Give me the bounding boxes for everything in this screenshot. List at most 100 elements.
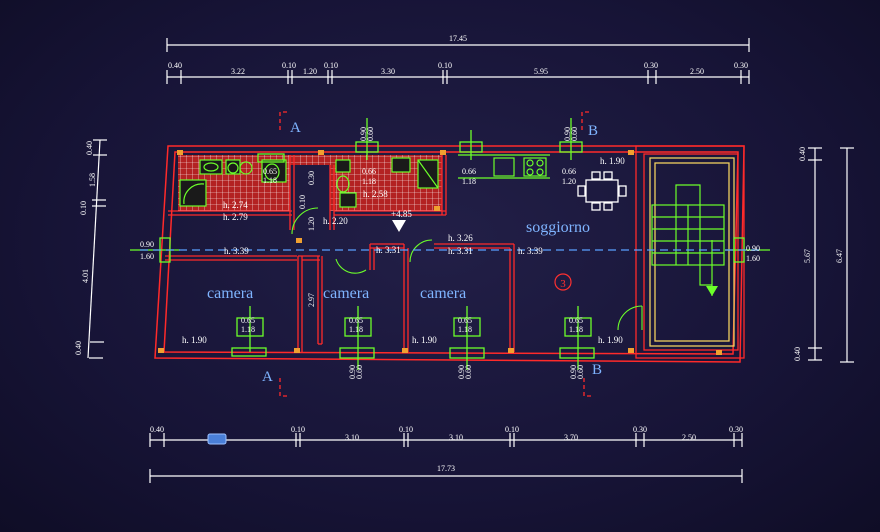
window-dim: 0.60 xyxy=(570,127,579,141)
left-dim-seg: 0.40 xyxy=(85,141,94,155)
top-dimension-chain xyxy=(166,38,750,84)
corridor-tile-strip xyxy=(286,155,332,165)
window-dim: 0.66 xyxy=(462,167,476,176)
bottom-dim-seg: 0.30 xyxy=(729,425,743,434)
window-dim: 0.65 xyxy=(569,316,583,325)
height-label: h. 1.90 xyxy=(182,335,207,345)
bottom-dim-seg: 3.70 xyxy=(564,433,578,442)
window-dim: 0.90 xyxy=(746,244,760,253)
top-dim-seg: 0.10 xyxy=(438,61,452,70)
window-dim: 1.18 xyxy=(458,325,472,334)
window-dim: 0.90 xyxy=(563,127,572,141)
stair-direction-arrow-icon xyxy=(706,286,718,296)
top-dim-seg: 5.95 xyxy=(534,67,548,76)
window-dim: 1.18 xyxy=(569,325,583,334)
bottom-dim-seg: 3.10 xyxy=(345,433,359,442)
room-number: 3 xyxy=(560,278,566,290)
room-label-soggiorno: soggiorno xyxy=(526,219,590,236)
top-dim-seg: 1.20 xyxy=(303,67,317,76)
top-dim-seg: 3.30 xyxy=(381,67,395,76)
stair-treads xyxy=(651,184,725,296)
window-dim: 1.18 xyxy=(362,177,376,186)
window-dim: 0.66 xyxy=(562,167,576,176)
top-dim-seg: 0.40 xyxy=(168,61,182,70)
left-dim-seg: 0.40 xyxy=(74,341,83,355)
right-dim-seg: 0.40 xyxy=(793,347,802,361)
bottom-dim-seg: 0.10 xyxy=(505,425,519,434)
window-dim: 1.60 xyxy=(746,254,760,263)
section-b-label: B xyxy=(592,362,602,378)
height-label: h. 3.39 xyxy=(518,246,543,256)
window-dim: 0.66 xyxy=(362,167,376,176)
left-dimension-chain xyxy=(87,139,107,359)
window-dim: 1.18 xyxy=(241,325,255,334)
right-dim-seg: 0.40 xyxy=(798,147,807,161)
dimension-grip-handle[interactable] xyxy=(207,433,227,445)
bottom-dim-seg: 3.10 xyxy=(449,433,463,442)
wall-dim-label: 2.97 xyxy=(307,293,316,307)
height-label: h. 2.20 xyxy=(323,216,348,226)
height-label: h. 3.39 xyxy=(224,246,249,256)
height-label: h. 2.74 xyxy=(223,200,248,210)
window-dim: 1.18 xyxy=(462,177,476,186)
window-dim: 0.65 xyxy=(458,316,472,325)
bottom-total-dim: 17.73 xyxy=(437,464,455,473)
room-label-camera: camera xyxy=(323,285,369,302)
window-dim: 0.60 xyxy=(464,365,473,379)
window-dim: 1.18 xyxy=(349,325,363,334)
bottom-dim-seg: 0.10 xyxy=(291,425,305,434)
window-dim: 0.65 xyxy=(241,316,255,325)
dining-table xyxy=(577,171,627,211)
window-dim: 0.60 xyxy=(366,127,375,141)
right-dim-seg: 5.67 xyxy=(803,249,812,263)
right-dim-seg: 6.47 xyxy=(835,249,844,263)
window-dim: 1.18 xyxy=(263,176,277,185)
top-dim-seg: 0.10 xyxy=(324,61,338,70)
room-label-camera: camera xyxy=(207,285,253,302)
window-dim: 0.90 xyxy=(140,240,154,249)
kitchen-counter xyxy=(458,154,550,179)
window-dim: 0.65 xyxy=(263,167,277,176)
height-label: h. 1.90 xyxy=(600,156,625,166)
room-label-camera: camera xyxy=(420,285,466,302)
window-dim: 0.65 xyxy=(349,316,363,325)
right-dimension-chain xyxy=(808,147,854,363)
window-dim: 0.90 xyxy=(359,127,368,141)
window-dim: 1.60 xyxy=(140,252,154,261)
section-a-label: A xyxy=(290,120,301,136)
top-dim-seg: 0.30 xyxy=(644,61,658,70)
staircase xyxy=(649,157,735,347)
bottom-dim-seg: 2.50 xyxy=(682,433,696,442)
height-label: h. 1.90 xyxy=(598,335,623,345)
window-dim: 0.90 xyxy=(348,365,357,379)
wall-dim-label: 0.10 xyxy=(298,195,307,209)
section-cut-lines xyxy=(279,111,594,397)
window-dim: 0.90 xyxy=(457,365,466,379)
wall-dim-label: 1.20 xyxy=(307,217,316,231)
top-dim-seg: 0.30 xyxy=(734,61,748,70)
window-dim: 1.20 xyxy=(562,177,576,186)
elevation-value: +4.85 xyxy=(391,209,412,219)
bottom-dimension-chain xyxy=(149,433,743,483)
window-dim: 0.90 xyxy=(569,365,578,379)
section-b-label: B xyxy=(588,123,598,139)
left-dim-seg: 1.58 xyxy=(88,173,97,187)
wall-dim-label: 0.30 xyxy=(307,171,316,185)
height-label: h. 3.31 xyxy=(376,245,401,255)
door-swings xyxy=(291,207,643,331)
elevation-marker-icon xyxy=(392,220,406,232)
height-label: h. 2.79 xyxy=(223,212,248,222)
left-dim-seg: 0.10 xyxy=(79,201,88,215)
bottom-dim-seg: 0.30 xyxy=(633,425,647,434)
height-label: h. 2.58 xyxy=(363,189,388,199)
height-label: h. 1.90 xyxy=(412,335,437,345)
bottom-dim-seg: 0.10 xyxy=(399,425,413,434)
bathroom-fixtures xyxy=(179,157,439,208)
bottom-dim-seg: 0.40 xyxy=(150,425,164,434)
section-a-label: A xyxy=(262,369,273,385)
window-dim: 0.60 xyxy=(576,365,585,379)
room-number-marker xyxy=(554,273,572,291)
top-dim-seg: 0.10 xyxy=(282,61,296,70)
